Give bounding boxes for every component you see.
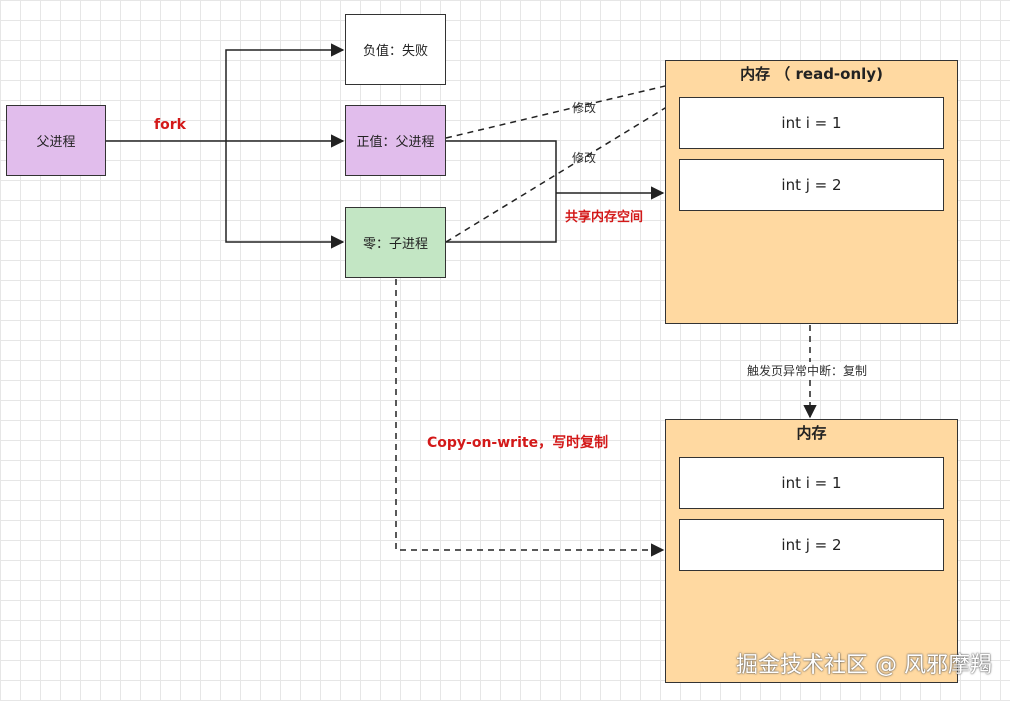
fork-label: fork (154, 117, 186, 133)
watermark: 掘金技术社区 @ 风邪摩羯 (736, 653, 992, 678)
copy-on-write-label: Copy-on-write，写时复制 (427, 435, 609, 451)
positive-parent-node: 正值：父进程 (345, 105, 446, 176)
negative-failure-node: 负值：失败 (345, 14, 446, 85)
memory-copy-var-j: int j = 2 (679, 519, 944, 571)
memory-readonly-var-j: int j = 2 (679, 159, 944, 211)
shared-line-child (446, 193, 557, 243)
fork-branch-negative (225, 43, 345, 141)
shared-line-parent (446, 140, 557, 193)
cow-arrow (395, 279, 665, 557)
fork-branch-zero (225, 141, 345, 249)
memory-copy-title: 内存 (796, 424, 827, 442)
modify-label-2: 修改 (572, 151, 597, 165)
parent-process-node: 父进程 (6, 105, 106, 176)
memory-readonly-var-i: int i = 1 (679, 97, 944, 149)
modify-label-1: 修改 (572, 101, 597, 115)
memory-readonly-title: 内存 （ read-only) (740, 65, 883, 83)
memory-readonly-block: 内存 （ read-only) int i = 1 int j = 2 (665, 60, 958, 324)
page-fault-label: 触发页异常中断：复制 (747, 362, 868, 379)
zero-child-node: 零：子进程 (345, 207, 446, 278)
memory-copy-var-i: int i = 1 (679, 457, 944, 509)
modify-arrow-parent (445, 68, 726, 139)
shared-memory-label: 共享内存空间 (565, 210, 644, 225)
memory-copy-block: 内存 int i = 1 int j = 2 (665, 419, 958, 683)
